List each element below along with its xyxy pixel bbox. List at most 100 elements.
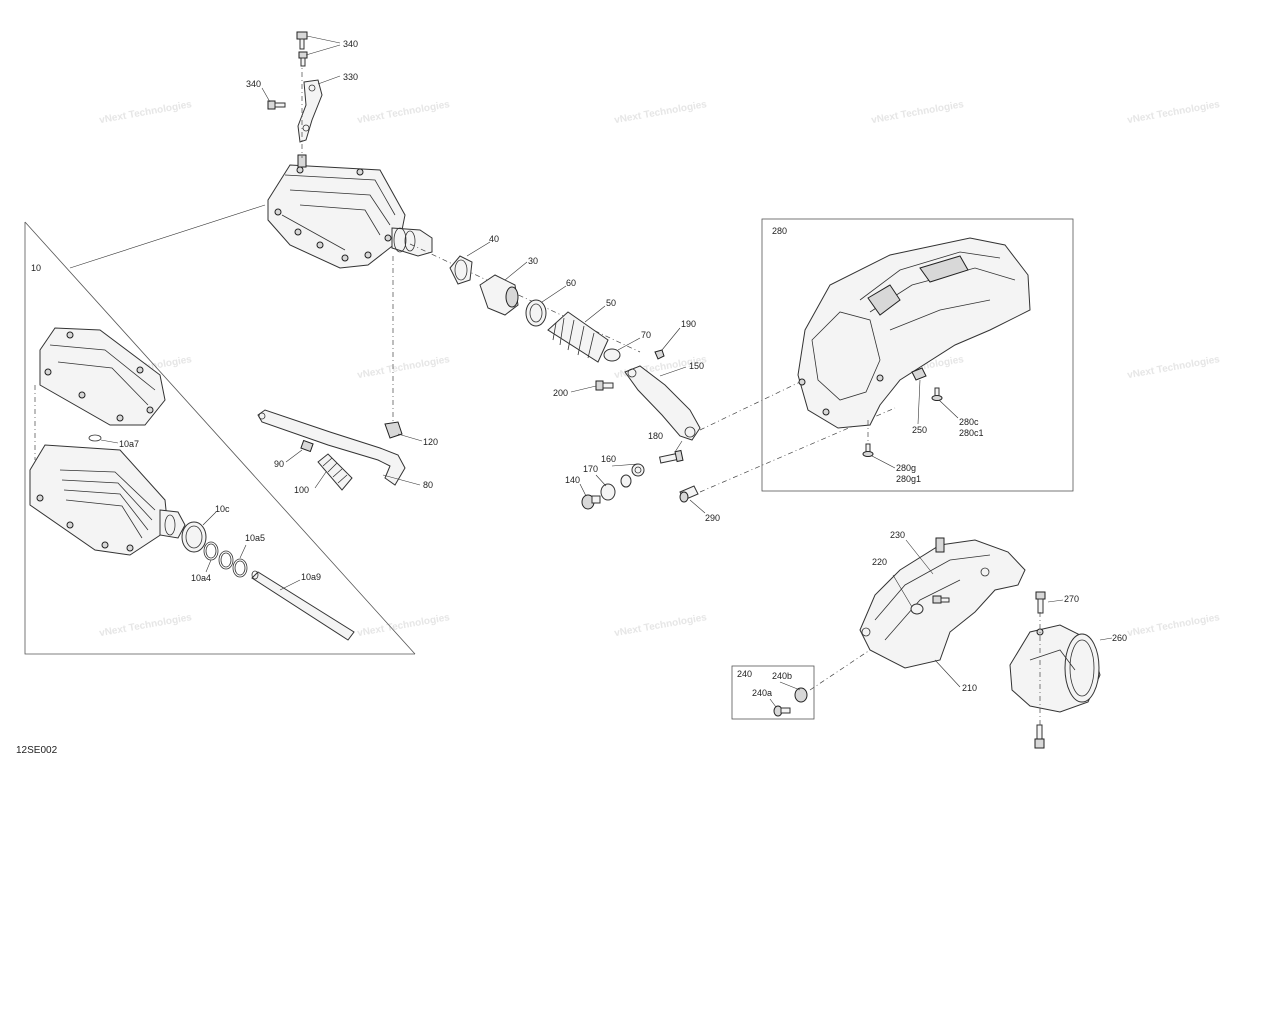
callout-160: 160 [601,454,616,464]
callout-10a9: 10a9 [301,572,321,582]
callout-330: 330 [343,72,358,82]
diagram-code: 12SE002 [16,745,58,756]
callout-240b: 240b [772,671,792,681]
callout-50: 50 [606,298,616,308]
callout-150: 150 [689,361,704,371]
callout-210: 210 [962,683,977,693]
callout-10a4: 10a4 [191,573,211,583]
watermark: vNext Technologies [356,99,451,126]
hose-80 [257,409,406,486]
callout-80: 80 [423,480,433,490]
fitting-120 [384,421,403,439]
ring-10a5-a [218,550,234,570]
boot-100 [317,453,353,491]
watermark: vNext Technologies [98,612,193,639]
watermark: vNext Technologies [1126,99,1221,126]
callout-100: 100 [294,485,309,495]
bolt-290 [679,485,699,503]
callout-290: 290 [705,513,720,523]
axis-line-240 [809,649,871,691]
watermark: vNext Technologies [1126,612,1221,639]
bushing-170 [600,483,616,501]
callout-190: 190 [681,319,696,329]
callout-labels: 340 340 330 10 40 30 60 50 70 190 150 20… [31,39,1127,698]
callout-340: 340 [246,79,261,89]
callout-240a: 240a [752,688,772,698]
callout-70: 70 [641,330,651,340]
gasket-10c [181,521,207,553]
callout-200: 200 [553,388,568,398]
o-ring-10a7 [88,434,102,442]
lever-150 [624,365,701,441]
watermark: vNext Technologies [613,99,708,126]
watermark: vNext Technologies [1126,354,1221,381]
watermark: vNext Technologies [356,354,451,381]
detail-panel-10 [24,204,416,655]
callout-10a5: 10a5 [245,533,265,543]
bolt-180 [659,449,684,464]
callout-10c: 10c [215,504,230,514]
callout-240: 240 [737,669,752,679]
screw-280c [931,387,943,401]
callout-280: 280 [772,226,787,236]
watermark: vNext Technologies [870,99,965,126]
callout-280g1: 280g1 [896,474,921,484]
callout-280g: 280g [896,463,916,473]
callout-140: 140 [565,475,580,485]
shaft-10a9 [251,570,355,641]
callout-260: 260 [1112,633,1127,643]
watermark: vNext Technologies [98,99,193,126]
clip-40 [449,255,473,285]
callout-280c: 280c [959,417,979,427]
bolt-230 [932,595,950,604]
callout-10a7: 10a7 [119,439,139,449]
boot-50 [547,311,609,363]
screw-280g [862,443,874,457]
callout-170: 170 [583,464,598,474]
bolt-240a [773,705,791,717]
bolt-200 [595,380,614,391]
callout-120: 120 [423,437,438,447]
ring-10a5-b [232,558,248,578]
nut-160 [631,463,645,477]
leader-lines [100,35,1113,708]
housing-rotors-10 [29,444,186,556]
bolt-270 [1035,591,1046,614]
bolt-250 [911,367,927,381]
air-intake-280 [797,237,1031,429]
callout-90: 90 [274,459,284,469]
detail-box-240 [731,665,815,720]
callout-250: 250 [912,425,927,435]
bolt-340-left [267,100,286,110]
axis-line-150 [699,381,801,431]
callout-30: 30 [528,256,538,266]
watermark: vNext Technologies [356,612,451,639]
bolt-140 [581,494,601,510]
callout-180: 180 [648,431,663,441]
clamp-70 [603,348,621,362]
callout-230: 230 [890,530,905,540]
callout-220: 220 [872,557,887,567]
washer-220 [910,603,924,615]
callout-340: 340 [343,39,358,49]
bolt-260-bottom [1034,724,1045,749]
bolt-340-mid [298,51,308,67]
ring-10a4 [203,541,219,561]
callout-40: 40 [489,234,499,244]
ring-60 [525,299,547,327]
callout-270: 270 [1064,594,1079,604]
watermark: vNext Technologies [613,612,708,639]
callout-10: 10 [31,263,41,273]
screw-190 [654,349,665,360]
bracket-330 [297,60,323,158]
bracket-210 [859,537,1026,669]
watermarks: vNext Technologies vNext Technologies vN… [98,99,1221,639]
supercharger-main [267,154,433,269]
washer-170 [620,474,632,488]
housing-260 [1009,624,1101,713]
detail-box-280 [761,218,1074,492]
spring-90 [300,439,314,453]
coupler-30 [479,274,519,316]
